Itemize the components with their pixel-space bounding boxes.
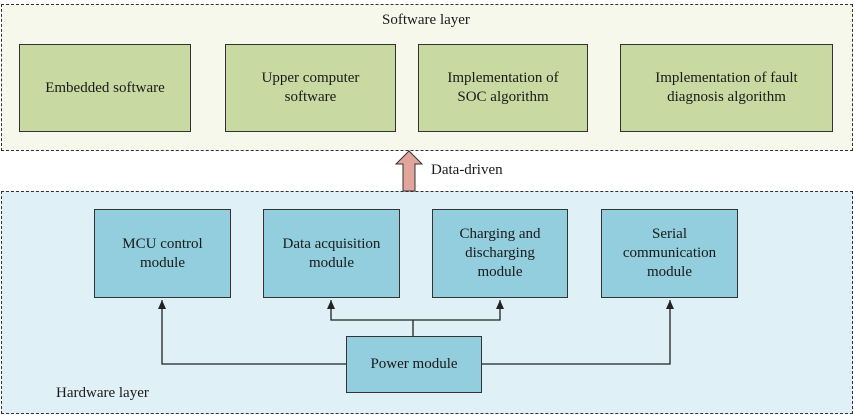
power-module-label: Power module [370,356,458,372]
power-to-data-acquisition-arrow [327,300,413,321]
embedded-software-label: Embedded software [45,79,165,96]
software-layer-title: Software layer [382,12,470,28]
power-to-charging-arrow [413,300,504,321]
power-to-mcu-arrow [158,300,346,365]
hardware-layer-title: Hardware layer [56,385,149,401]
data-driven-label: Data-driven [431,162,503,178]
power-to-serial-arrow [482,300,674,365]
data-driven-arrow [394,150,424,192]
embedded-software-box: Embedded software [19,44,191,132]
power-module-box: Power module [346,336,482,393]
